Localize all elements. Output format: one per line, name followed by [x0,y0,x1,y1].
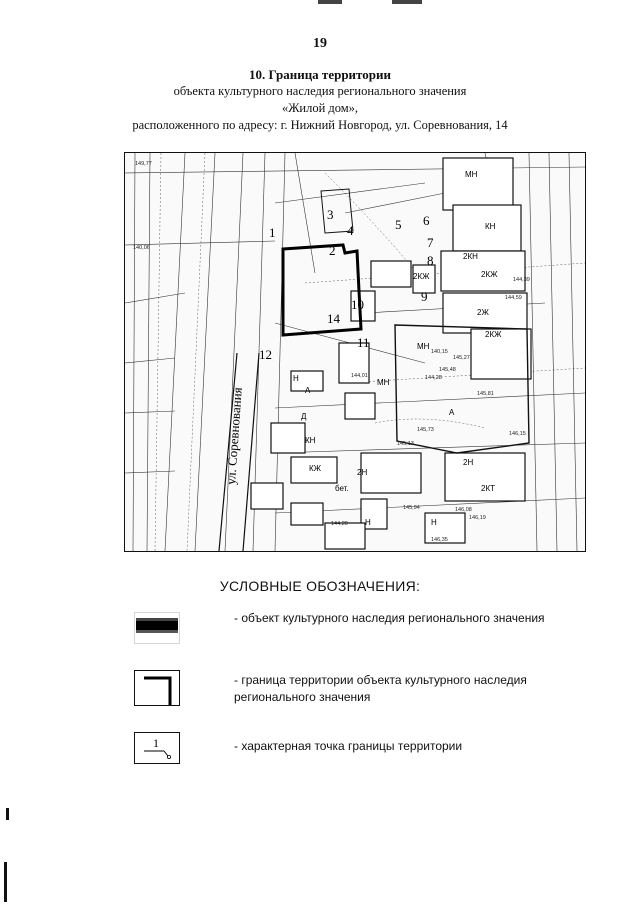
elevation-label: 146,35 [431,537,448,543]
elevation-label: 145,94 [403,505,420,511]
title-subline: объекта культурного наследия регионально… [173,84,467,98]
boundary-point-number: 9 [421,289,428,304]
building-label: А [305,386,311,395]
elevation-label: 146,19 [469,515,486,521]
elevation-label: 144,39 [513,277,530,283]
boundary-point-number: 11 [357,335,370,350]
boundary-point-number: 10 [351,297,364,312]
boundary-point-icon: 1 [134,732,180,764]
boundary-point-number: 1 [269,225,276,240]
boundary-point-number: 6 [423,213,430,228]
elevation-label: 144,20 [331,521,348,527]
object-address: расположенного по адресу: г. Нижний Новг… [132,118,508,132]
heritage-object-swatch-icon [134,612,180,644]
building-outline [320,188,354,234]
elevation-label: 140,15 [431,349,448,355]
building-label: КЖ [309,464,322,473]
boundary-point-number: 4 [347,223,354,238]
elevation-label: 145,81 [477,391,494,397]
scan-margin-mark [6,808,9,820]
elevation-label: 145,73 [417,427,434,433]
boundary-point-number: 3 [327,207,334,222]
building-label: КН [305,436,316,445]
elevation-label: 149,77 [135,161,152,167]
building-label: 2КТ [481,484,495,493]
building-label: 2КЖ [481,270,498,279]
title-block: 10. Граница территории объекта культурно… [60,66,580,134]
object-name: «Жилой дом», [281,101,359,115]
street-edge [242,352,260,551]
street-label: ул. Соревнования [223,387,245,485]
page-number: 19 [313,36,327,51]
elevation-label: 146,15 [509,431,526,437]
street-edge [218,352,238,551]
boundary-point-number: 7 [427,235,434,250]
building-labels: МН КН 2КЖ 2КЖ 2Ж 2КН МН 2КЖ А 2Н 2КТ Н Н Н КЖ КН 2Н бет. Д… [293,170,502,527]
elevation-label: 145,48 [439,367,456,373]
building-label: Н [431,518,437,527]
building-label: МН [417,342,430,351]
block-outline [394,324,530,454]
legend-text-territory-boundary: - граница территории объекта культурного… [234,673,527,704]
building-label: 2КЖ [413,272,430,281]
scan-artifact [392,0,422,4]
building-label: КН [485,222,496,231]
elevation-label: 144,01 [351,373,368,379]
legend-text-heritage-object: - объект культурного наследия региональн… [234,611,545,625]
elevation-labels: 149,77 140,15 144,01 145,48 145,81 146,15 145,… [133,161,530,543]
building-label: 2Н [463,458,473,467]
building-label: А [449,408,455,417]
elevation-label: 145,13 [397,441,414,447]
building-label: Н [365,518,371,527]
scan-artifact [318,0,342,4]
building-label: Н [293,374,299,383]
building-label: МН [377,378,390,387]
elevation-label: 144,28 [425,375,442,381]
territory-boundary-icon [134,670,180,706]
building-label: бет. [335,484,349,493]
scan-margin-mark [4,862,7,902]
elevation-label: 140,06 [133,245,150,251]
boundary-point-number: 8 [427,253,434,268]
building-label: 2Н [357,468,367,477]
boundary-point-number: 5 [395,217,402,232]
building-label: 2КН [463,252,478,261]
building-label: 2КЖ [485,330,502,339]
elevation-label: 146,08 [455,507,472,513]
boundary-point-number: 12 [259,347,272,362]
building-label: Д [301,412,307,421]
document-title: 10. Граница территории [249,67,391,82]
elevation-label: 144,59 [505,295,522,301]
heritage-territory-boundary [281,243,363,337]
legend-text-boundary-point: - характерная точка границы территории [234,739,463,753]
legend-heading: УСЛОВНЫЕ ОБОЗНАЧЕНИЯ: [219,578,421,594]
building-label: МН [465,170,478,179]
building-label: 2Ж [477,308,489,317]
boundary-point-number: 2 [329,243,336,258]
boundary-point-icon-number: 1 [153,736,159,750]
boundary-point-number: 14 [327,311,341,326]
elevation-label: 145,27 [453,355,470,361]
buildings [250,157,532,550]
